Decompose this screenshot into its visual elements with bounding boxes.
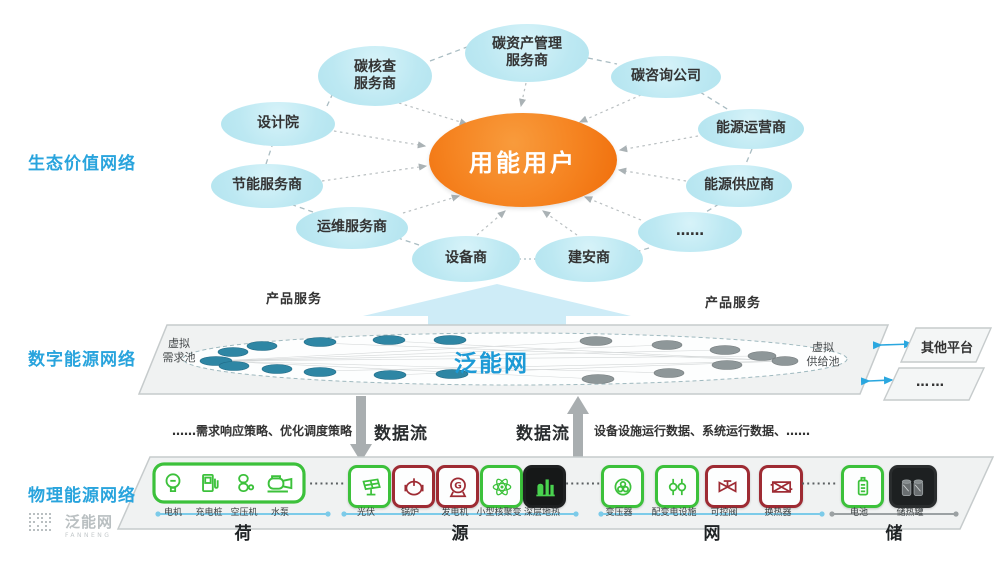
ecosystem-center-arrows: [321, 82, 699, 236]
heat-storage-tank-label: 储热罐: [896, 508, 924, 518]
transformer-icon: [601, 465, 644, 508]
generator-label: 发电机: [441, 508, 469, 518]
product-service-label-left: 产品服务: [266, 292, 323, 307]
boiler-label: 锅炉: [400, 508, 420, 518]
logo-subtitle: FANNENG: [65, 532, 112, 539]
svg-text:G: G: [454, 480, 462, 491]
transformer-label: 变压器: [605, 508, 633, 518]
geothermal-icon: [523, 465, 566, 508]
bubble-operations-maintenance-provider: 运维服务商: [296, 207, 408, 249]
bubble-design-institute: 设计院: [221, 102, 335, 146]
bubble-carbon-verification-provider: 碳核查 服务商: [318, 46, 432, 106]
boiler-icon: [392, 465, 435, 508]
label-eco-value-network: 生态价值网络: [28, 154, 136, 174]
charging-pile-label: 充电桩: [195, 508, 223, 518]
heat-storage-tank-icon: [889, 465, 937, 508]
label-physical-energy-network: 物理能源网络: [28, 486, 136, 506]
platform-name: 泛能网: [454, 351, 529, 377]
side-platforms: [860, 327, 993, 401]
product-service-label-right: 产品服务: [705, 296, 762, 311]
strategy-flow-text: ……需求响应策略、优化调度策略: [172, 424, 353, 438]
product-service-arrow: [363, 284, 631, 328]
heat-exchanger-label: 换热器: [764, 508, 792, 518]
label-digital-energy-network: 数字能源网络: [28, 350, 136, 370]
more-platforms-label: ……: [916, 375, 946, 390]
data-flow-up-label: 数据流: [516, 424, 570, 444]
fanneng-logo: 泛能网 FANNENG: [28, 512, 113, 542]
section-grid: 网: [703, 524, 721, 544]
controllable-valve-label: 可控阀: [710, 508, 738, 518]
pv-icon: [348, 465, 391, 508]
virtual-demand-pool-label: 虚拟 需求池: [162, 337, 196, 365]
geothermal-label: 深层地热: [523, 508, 561, 518]
water-pump-label: 水泵: [270, 508, 290, 518]
bubble-energy-saving-provider: 节能服务商: [211, 164, 323, 208]
motor-label: 电机: [163, 508, 183, 518]
separator-load-source: ·······: [309, 477, 346, 490]
bubble-carbon-asset-management-provider: 碳资产管理 服务商: [465, 24, 589, 82]
bubble-energy-operator: 能源运营商: [698, 109, 804, 149]
section-source: 源: [451, 524, 469, 544]
fusion-label: 小型核聚变: [476, 508, 522, 518]
separator-grid-storage: ·······: [801, 477, 838, 490]
motor-icon: [160, 469, 186, 497]
bubble-carbon-consulting-company: 碳咨询公司: [611, 56, 721, 98]
air-compressor-label: 空压机: [230, 508, 258, 518]
bubble-others: ……: [638, 212, 742, 252]
other-platform-label: 其他平台: [920, 341, 973, 356]
air-compressor-icon: [231, 469, 257, 497]
battery-label: 电池: [849, 508, 869, 518]
bubble-energy-supplier: 能源供应商: [686, 165, 792, 207]
section-storage: 储: [885, 524, 903, 544]
bubble-equipment-vendor: 设备商: [412, 236, 520, 282]
generator-icon: G: [436, 465, 479, 508]
fusion-icon: [480, 465, 523, 508]
ecosystem-ring-links: [265, 46, 753, 260]
virtual-supply-pool-label: 虚拟 供给池: [806, 341, 840, 369]
controllable-valve-icon: [705, 465, 750, 508]
water-pump-icon: [263, 469, 297, 497]
data-flow-arrows: [350, 396, 589, 462]
pv-label: 光伏: [356, 508, 376, 518]
data-flow-down-label: 数据流: [374, 424, 428, 444]
logo-name: 泛能网: [65, 513, 114, 531]
virtual-supply-pool-dots: [579, 336, 799, 384]
separator-source-grid: ·······: [565, 477, 602, 490]
section-load: 荷: [234, 524, 252, 544]
distribution-facility-icon: [655, 465, 699, 508]
virtual-demand-pool-dots: [199, 335, 786, 380]
center-energy-user: 用能用户: [429, 113, 617, 207]
distribution-facility-label: 配变电设施: [651, 508, 697, 518]
battery-icon: [841, 465, 884, 508]
logo-dot-grid-icon: [29, 513, 51, 531]
bubble-construction-installation-vendor: 建安商: [535, 236, 643, 282]
telemetry-flow-text: 设备设施运行数据、系统运行数据、……: [594, 424, 811, 438]
heat-exchanger-icon: [759, 465, 803, 508]
charging-pile-icon: [196, 469, 222, 497]
